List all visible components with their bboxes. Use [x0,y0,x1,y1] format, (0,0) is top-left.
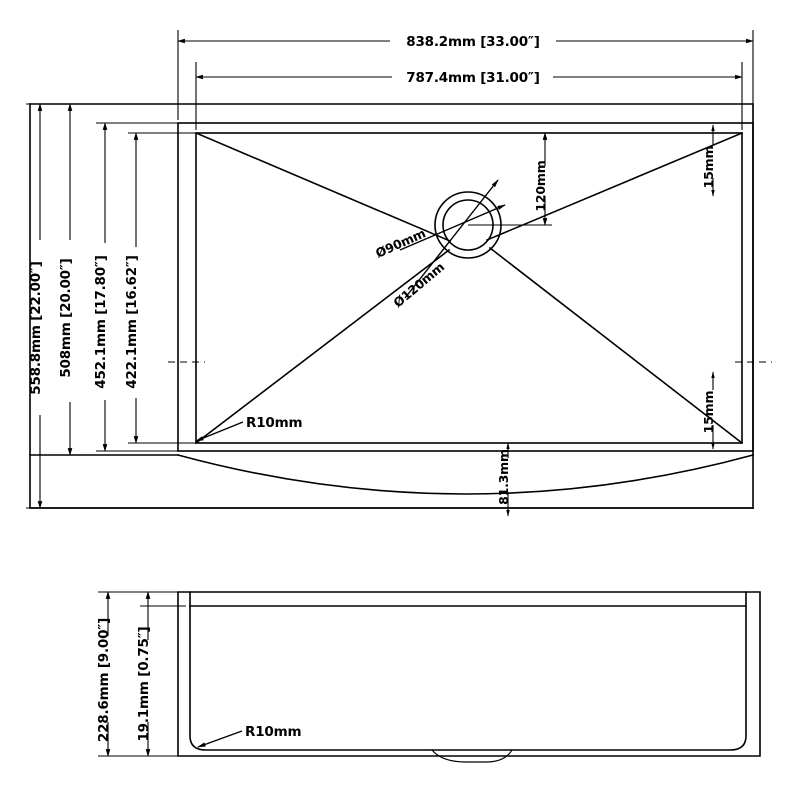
dim-rim-bottom-right-label: 15mm [701,391,716,434]
dim-width-838-label: 838.2mm [33.00″] [406,34,539,50]
dim-rim-bottom-right-15: 15mm [701,371,716,450]
dim-depth-452-label: 452.1mm [17.80″] [93,255,109,388]
dim-width-787: 787.4mm [31.00″] [195,62,743,130]
dim-height-191: 19.1mm [0.75″] [136,591,186,757]
radius-label-top-view: R10mm [246,415,302,431]
top-view-rim-outline [177,122,754,452]
front-view-outer-outline [177,591,761,757]
dim-height-228-label: 228.6mm [9.00″] [96,618,112,742]
front-view-basin-outline [189,591,747,751]
radius-leader-top-view: R10mm [195,415,303,442]
drain-outer-diameter-label: Ø120mm [390,259,447,310]
dim-rim-top-right-15: 15mm [701,124,716,197]
dim-depth-508-label: 508mm [20.00″] [58,258,74,377]
radius-leader-front-view: R10mm [197,724,302,748]
dim-drain-offset-120: 120mm [468,132,552,226]
drain-diameter-leaders [399,179,506,299]
top-view-group: Ø90mm Ø120mm 838.2mm [33.00″] 787.4mm [3… [26,30,772,517]
dim-depth-558-label: 558.8mm [22.00″] [28,261,44,394]
dim-depth-452: 452.1mm [17.80″] [93,122,190,452]
dim-width-838: 838.2mm [33.00″] [177,30,754,120]
dim-width-787-label: 787.4mm [31.00″] [406,70,539,86]
basin-slope-lines [194,131,744,445]
front-view-group: 228.6mm [9.00″] 19.1mm [0.75″] R10mm [96,591,761,763]
dim-apron-813: 81.3mm [496,442,511,517]
dim-depth-422: 422.1mm [16.62″] [124,132,200,444]
top-view-basin-outline [195,132,743,444]
dim-rim-top-right-label: 15mm [701,146,716,189]
front-view-drain-boss [431,749,513,763]
dim-depth-508: 508mm [20.00″] [58,103,175,456]
dim-height-191-label: 19.1mm [0.75″] [136,626,152,741]
radius-label-front-view: R10mm [245,724,301,740]
dim-drain-offset-label: 120mm [533,160,548,211]
dim-depth-422-label: 422.1mm [16.62″] [124,255,140,388]
dim-apron-813-label: 81.3mm [496,449,511,505]
drain-inner-diameter-label: Ø90mm [373,225,428,260]
